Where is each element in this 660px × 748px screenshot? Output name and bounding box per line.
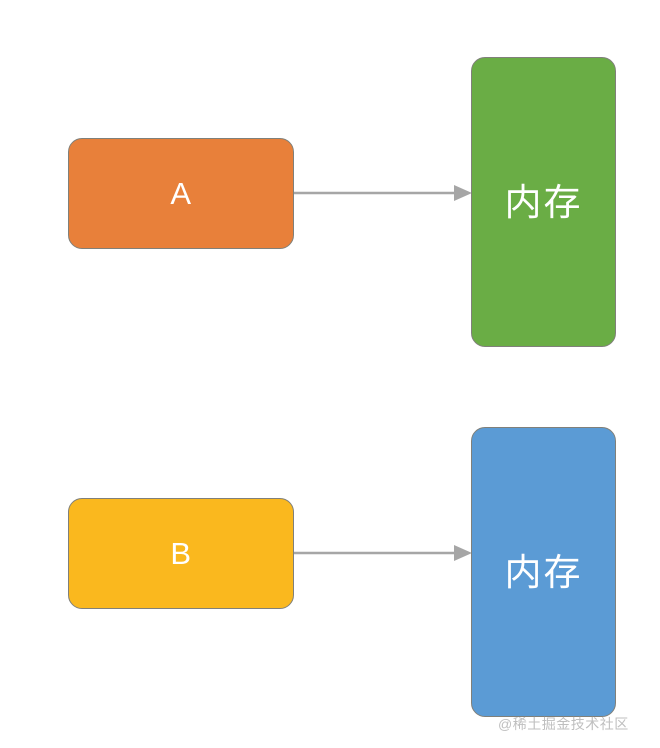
watermark: @稀土掘金技术社区 xyxy=(498,716,629,732)
edge-b-to-memory[interactable] xyxy=(294,538,474,568)
node-memory-blue-label: 内存 xyxy=(504,551,583,593)
node-a[interactable]: A xyxy=(68,138,294,249)
node-b[interactable]: B xyxy=(68,498,294,609)
arrowhead-icon xyxy=(454,185,472,201)
node-memory-green[interactable]: 内存 xyxy=(471,57,616,347)
node-b-label: B xyxy=(170,536,192,571)
node-a-label: A xyxy=(170,176,192,211)
arrowhead-icon xyxy=(454,545,472,561)
edge-a-to-memory[interactable] xyxy=(294,178,474,208)
node-memory-blue[interactable]: 内存 xyxy=(471,427,616,717)
node-memory-green-label: 内存 xyxy=(504,181,583,223)
